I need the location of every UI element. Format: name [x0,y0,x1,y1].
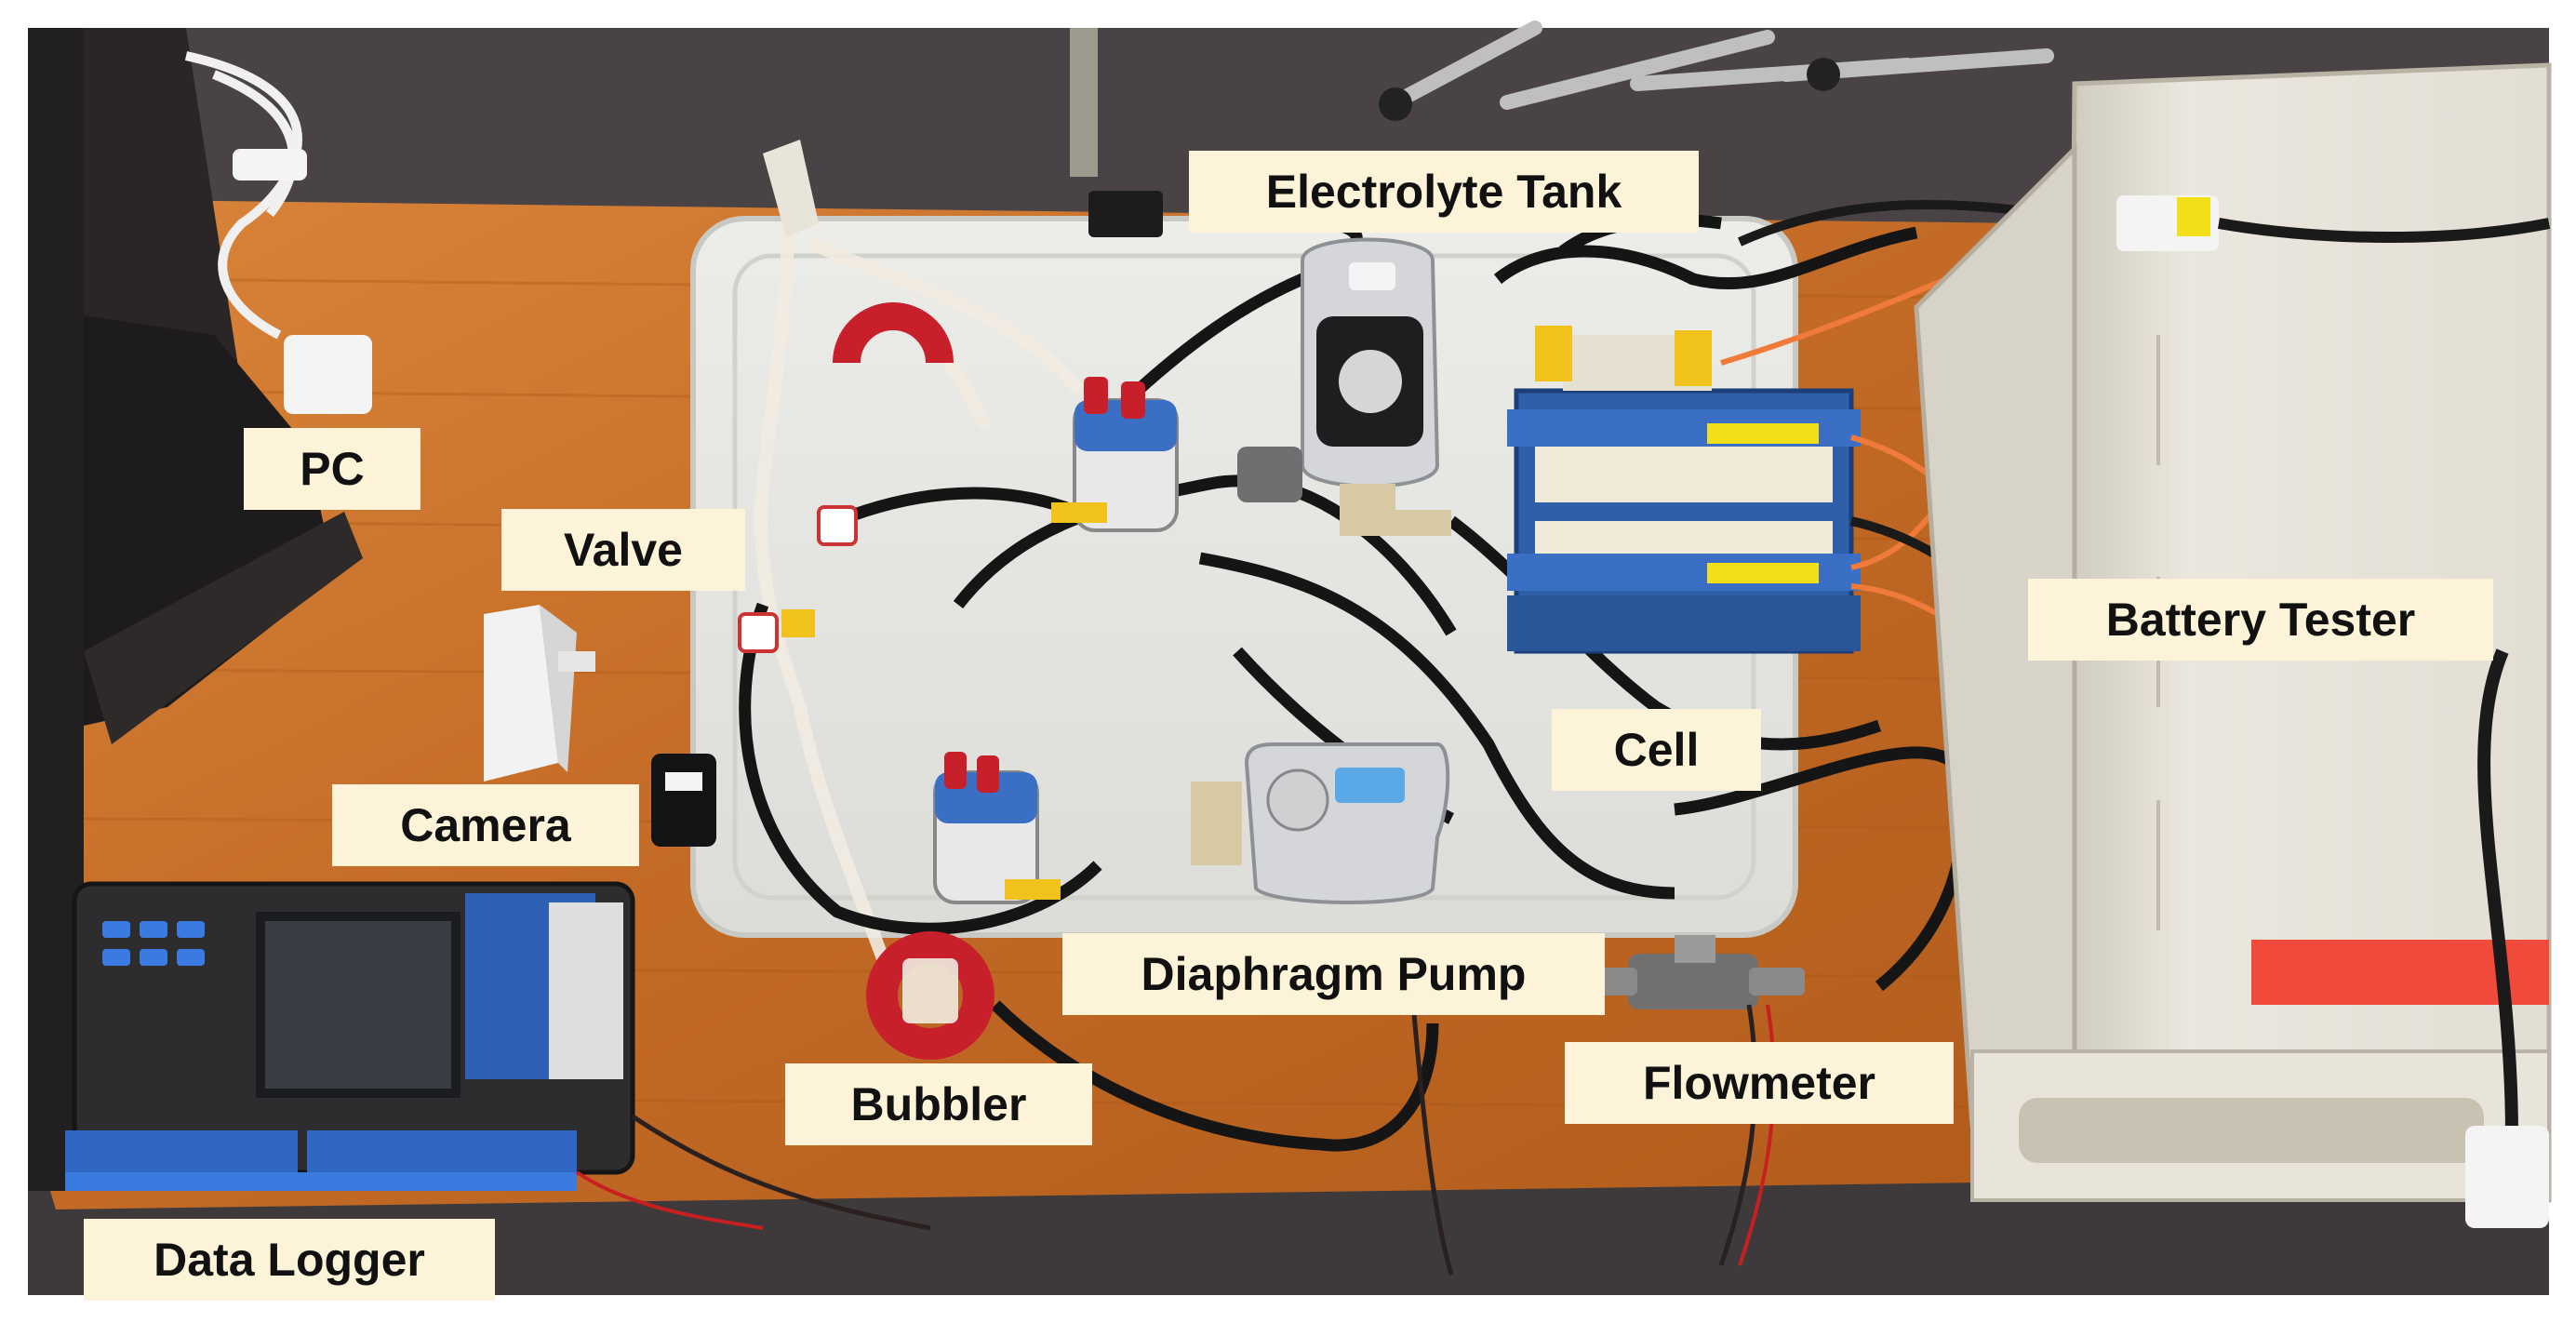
label-cell: Cell [1552,709,1761,791]
label-data-logger: Data Logger [84,1219,495,1301]
camera-device [651,754,716,847]
label-electrolyte-tank: Electrolyte Tank [1189,151,1699,233]
usb-cable [184,51,302,340]
electrolyte-tank-upper [1051,377,1179,532]
camera-stand [484,605,595,782]
flow-cell-stack [1507,326,1861,654]
data-logger-device [65,881,635,1191]
label-camera: Camera [332,784,639,866]
label-bubbler: Bubbler [785,1063,1092,1145]
label-valve: Valve [501,509,745,591]
label-flowmeter: Flowmeter [1565,1042,1954,1124]
peristaltic-pump-upper [1301,237,1451,536]
pc-monitor-stand [28,28,363,1191]
red-ring-top [833,302,954,364]
label-battery-tester: Battery Tester [2028,579,2493,661]
bubbler-ring [866,931,994,1060]
label-pc: PC [244,428,420,510]
valve-fittings [738,505,858,653]
usb-plug [284,335,372,414]
label-diaphragm-pump: Diaphragm Pump [1062,933,1605,1015]
electrolyte-tank-lower [933,752,1061,904]
diaphragm-pump-device [1191,742,1450,904]
